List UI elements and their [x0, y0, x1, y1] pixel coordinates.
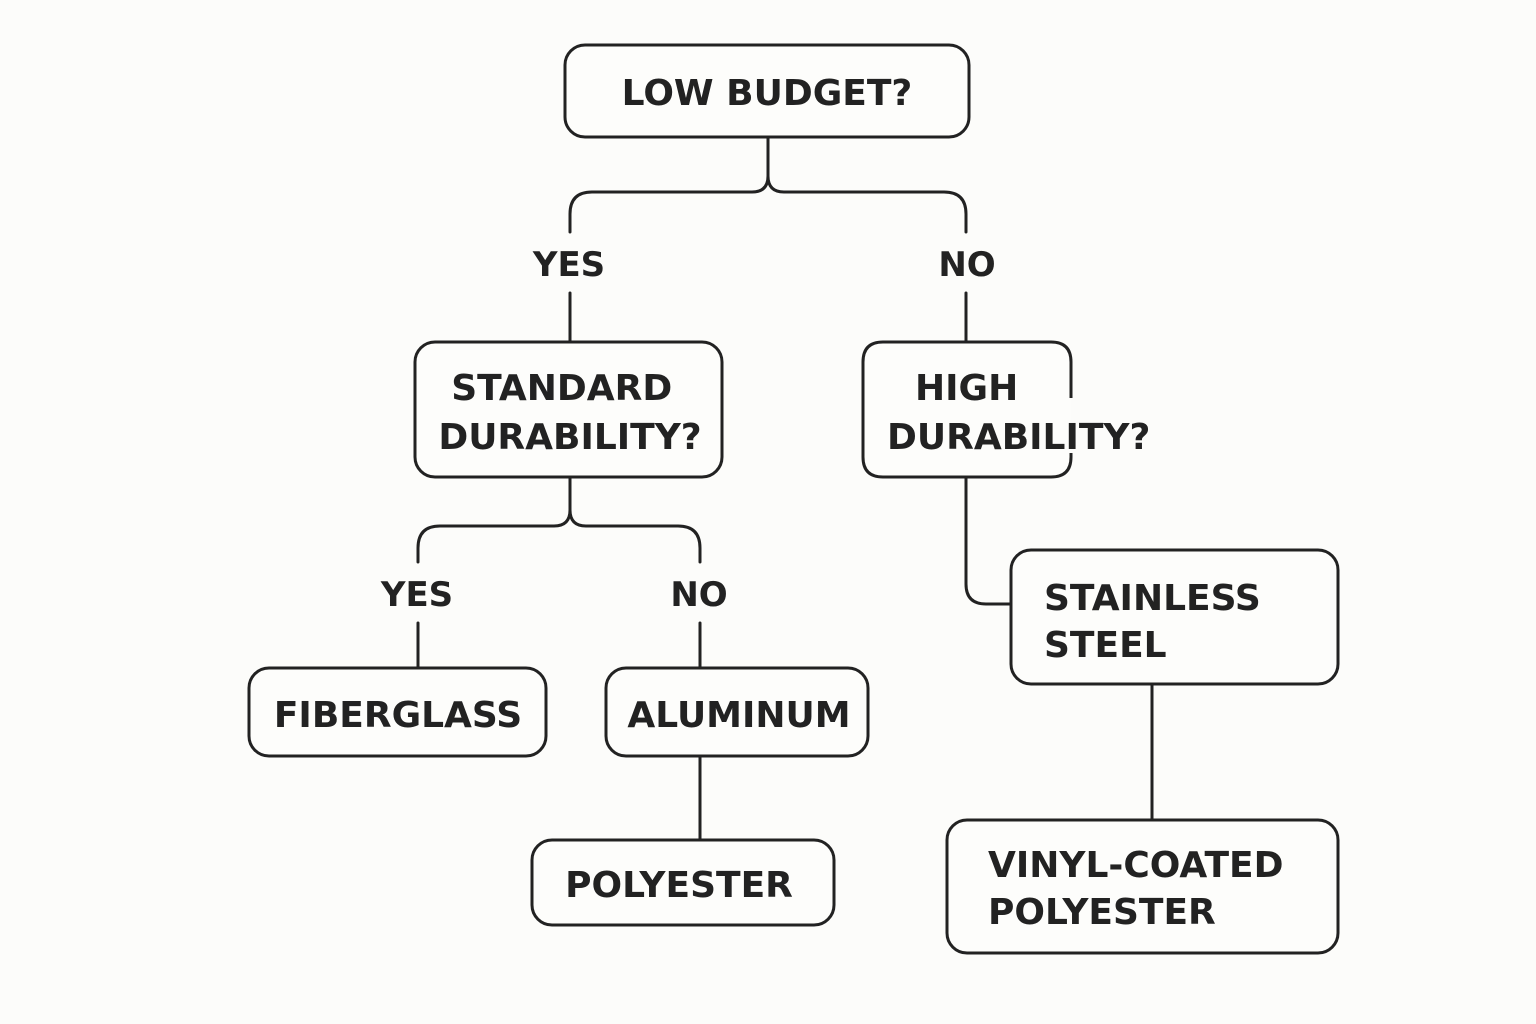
connectors [416, 136, 1154, 842]
node-fiberglass-box [247, 666, 548, 758]
node-high-durability-line-2: DURABILITY? [887, 417, 1150, 458]
branch-label-standard-yes: YES [380, 575, 453, 615]
node-standard-durability: STANDARD DURABILITY? [413, 340, 724, 479]
node-high-durability-line-1: HIGH [915, 368, 1018, 409]
connector-budget-to-yes [568, 174, 770, 234]
branch-label-budget-no: NO [938, 245, 995, 285]
node-aluminum-box [604, 666, 870, 758]
node-low-budget-label: LOW BUDGET? [622, 73, 913, 114]
node-standard-durability-line-2: DURABILITY? [438, 417, 701, 458]
node-high-durability: HIGH DURABILITY? [861, 340, 1150, 479]
node-polyester-box [530, 838, 836, 927]
node-vinyl-coated-polyester-box [945, 818, 1340, 955]
node-standard-durability-label: STANDARD DURABILITY? [438, 368, 701, 458]
node-polyester: POLYESTER [530, 838, 836, 927]
connector-standard-to-yes [416, 508, 572, 564]
node-high-durability-box [861, 340, 1073, 479]
connector-budget-to-no [766, 174, 968, 234]
node-standard-durability-box [413, 340, 724, 479]
node-vinyl-coated-polyester-label: VINYL-COATED POLYESTER [988, 845, 1296, 933]
node-polyester-label: POLYESTER [565, 865, 793, 906]
connector-high-to-stainless [964, 476, 1013, 606]
connector-standard-to-no [568, 508, 702, 564]
branch-label-budget-yes: YES [532, 245, 605, 285]
node-stainless-steel: STAINLESS STEEL [1009, 548, 1340, 686]
node-fiberglass: FIBERGLASS [247, 666, 548, 758]
node-high-durability-label: HIGH DURABILITY? [887, 368, 1150, 458]
node-stainless-steel-line-2: STEEL [1044, 625, 1167, 666]
branch-label-standard-no: NO [670, 575, 727, 615]
node-low-budget-box [563, 43, 971, 139]
node-aluminum-label: ALUMINUM [627, 695, 850, 736]
node-stainless-steel-box [1009, 548, 1340, 686]
node-low-budget: LOW BUDGET? [563, 43, 971, 139]
node-stainless-steel-label: STAINLESS STEEL [1044, 578, 1273, 666]
node-fiberglass-label: FIBERGLASS [274, 695, 522, 736]
node-standard-durability-line-1: STANDARD [451, 368, 672, 409]
node-vinyl-coated-polyester: VINYL-COATED POLYESTER [945, 818, 1340, 955]
node-vinyl-coated-polyester-line-1: VINYL-COATED [988, 845, 1284, 886]
node-stainless-steel-line-1: STAINLESS [1044, 578, 1261, 619]
node-aluminum: ALUMINUM [604, 666, 870, 758]
node-vinyl-coated-polyester-line-2: POLYESTER [988, 892, 1216, 933]
